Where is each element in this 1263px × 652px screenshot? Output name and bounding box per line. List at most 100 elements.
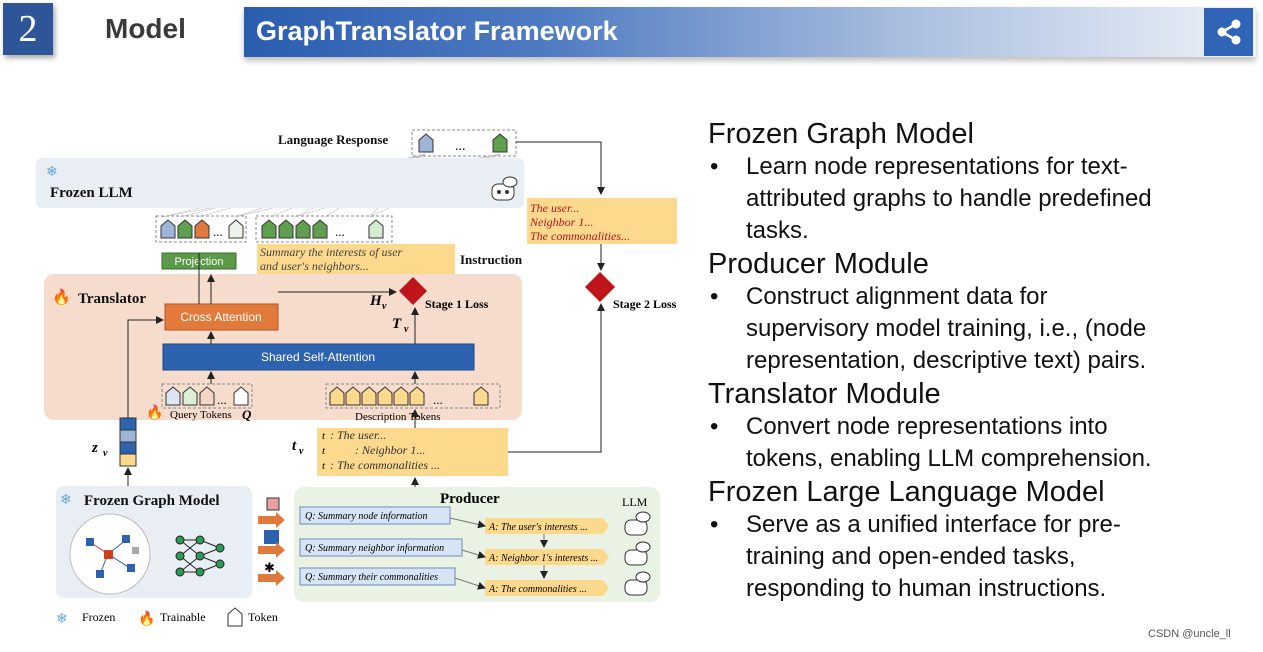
hv-symbol: H — [369, 293, 383, 309]
snowflake-icon: ❄ — [46, 163, 58, 179]
question-box — [299, 538, 463, 557]
question-box — [299, 567, 456, 586]
frozen-llm-box — [36, 158, 524, 208]
query-token-box — [161, 383, 253, 409]
answer-box — [485, 580, 609, 596]
bullet-icon: • — [710, 511, 719, 538]
bullet-line: representation, descriptive text) pairs. — [746, 347, 1147, 374]
bullet-line: supervisory model training, i.e., (node — [746, 315, 1147, 342]
section-heading: Frozen Large Language Model — [708, 476, 1105, 508]
question-text: Q: Summary neighbor information — [305, 543, 444, 554]
bullet-line: Learn node representations for text- — [746, 153, 1128, 180]
response-ellipsis: ... — [455, 139, 466, 154]
response-arrow — [516, 141, 605, 195]
bullet-line: Construct alignment data for — [746, 283, 1048, 310]
response-token — [492, 133, 508, 153]
legend-frozen-icon: ❄ — [56, 610, 68, 626]
bullet-item: • Learn node representations for text- a… — [708, 151, 1253, 247]
translator-label: Translator — [78, 291, 146, 307]
legend-trainable: Trainable — [160, 610, 206, 624]
legend-frozen: Frozen — [82, 610, 115, 624]
description-token-box — [325, 383, 501, 409]
description-line: : The user... — [330, 428, 386, 442]
producer-label: Producer — [440, 491, 500, 507]
section-translator-module: Translator Module • Convert node represe… — [708, 377, 1253, 475]
bullet-icon: • — [710, 283, 719, 310]
cross-attention-label: Cross Attention — [180, 310, 261, 324]
bullet-line: Serve as a unified interface for pre- — [746, 511, 1121, 538]
producer-input-icons: ✱ — [264, 497, 280, 575]
question-box — [299, 506, 451, 525]
frozen-graph-model-label: Frozen Graph Model — [84, 493, 220, 509]
bullet-line: attributed graphs to handle predefined — [746, 185, 1152, 212]
bullet-line: tokens, enabling LLM comprehension. — [746, 445, 1152, 472]
framework-diagram: Language Response ... ❄ Frozen LLM The u… — [36, 129, 677, 627]
bullet-line: responding to human instructions. — [746, 575, 1107, 602]
svg-text:...: ... — [213, 224, 223, 239]
section-heading: Frozen Graph Model — [708, 118, 974, 150]
section-heading: Translator Module — [708, 378, 941, 410]
llm-output-line: Neighbor 1... — [529, 215, 593, 229]
llm-output-box — [527, 198, 677, 244]
svg-text:❄: ❄ — [60, 491, 72, 507]
flame-icon: 🔥 — [52, 288, 71, 306]
shared-self-attention-block — [162, 343, 475, 371]
section-frozen-llm: Frozen Large Language Model • Serve as a… — [708, 475, 1253, 605]
bullet-line: Convert node representations into — [746, 413, 1108, 440]
response-token-box — [411, 129, 517, 157]
section-producer-module: Producer Module • Construct alignment da… — [708, 247, 1253, 377]
svg-text:v: v — [299, 446, 304, 457]
description-panel: Frozen Graph Model • Learn node represen… — [708, 117, 1253, 605]
shared-self-attention-label: Shared Self-Attention — [261, 350, 375, 364]
answer-text: A: Neighbor 1's interests ... — [488, 553, 598, 564]
svg-text:t: t — [322, 445, 326, 457]
instruction-line: and user's neighbors... — [260, 259, 369, 273]
neural-network-illustration — [175, 535, 225, 577]
zv-vector — [119, 417, 137, 467]
description-line: : The commonalities ... — [330, 458, 440, 472]
footer-credit: CSDN @uncle_ll — [1148, 628, 1231, 640]
instruction-line: Summary the interests of user — [260, 245, 403, 259]
question-text: Q: Summary their commonalities — [305, 572, 438, 583]
section-heading: Producer Module — [708, 248, 929, 280]
share-icon — [1217, 19, 1240, 45]
stage2-loss-diamond — [585, 272, 615, 302]
bullet-item: • Convert node representations into toke… — [708, 411, 1253, 475]
svg-text:...: ... — [217, 392, 227, 407]
description-tokens-label: Description Tokens — [355, 411, 441, 423]
graph-illustration — [69, 513, 151, 595]
stage1-loss-label: Stage 1 Loss — [425, 297, 489, 311]
section-frozen-graph-model: Frozen Graph Model • Learn node represen… — [708, 117, 1253, 247]
bullet-line: training and open-ended tasks, — [746, 543, 1076, 570]
svg-text:🔥: 🔥 — [146, 404, 163, 421]
share-button[interactable] — [1203, 7, 1254, 57]
bullet-item: • Construct alignment data for superviso… — [708, 281, 1253, 377]
llm-label: LLM — [622, 495, 648, 509]
section-title: Model — [105, 13, 186, 44]
stage2-loss-label: Stage 2 Loss — [613, 297, 677, 311]
frozen-llm-label: Frozen LLM — [50, 185, 133, 201]
question-text: Q: Summary node information — [305, 511, 428, 522]
legend-token: Token — [248, 610, 278, 624]
legend-trainable-icon: 🔥 — [138, 610, 155, 627]
svg-text:...: ... — [335, 224, 345, 239]
slide-number: 2 — [3, 3, 53, 55]
language-response-label: Language Response — [278, 132, 388, 147]
svg-text:✱: ✱ — [264, 560, 275, 575]
stage1-loss-diamond — [399, 277, 427, 305]
tv-symbol: T — [392, 316, 402, 332]
instruction-box — [257, 244, 455, 274]
answer-box — [485, 518, 609, 534]
svg-text:...: ... — [433, 392, 443, 407]
answer-text: A: The user's interests ... — [488, 522, 588, 533]
cross-attention-block — [164, 303, 279, 331]
robot-icon — [491, 176, 518, 201]
slide-title: GraphTranslator Framework — [256, 16, 618, 46]
title-bar: GraphTranslator Framework — [244, 7, 1256, 57]
response-token — [418, 133, 434, 153]
answer-text: A: The commonalities ... — [488, 584, 587, 595]
description-line: : Neighbor 1... — [355, 443, 425, 457]
answer-box — [485, 549, 609, 565]
query-tokens-label: Query Tokens — [170, 409, 232, 421]
svg-text:v: v — [103, 448, 108, 459]
